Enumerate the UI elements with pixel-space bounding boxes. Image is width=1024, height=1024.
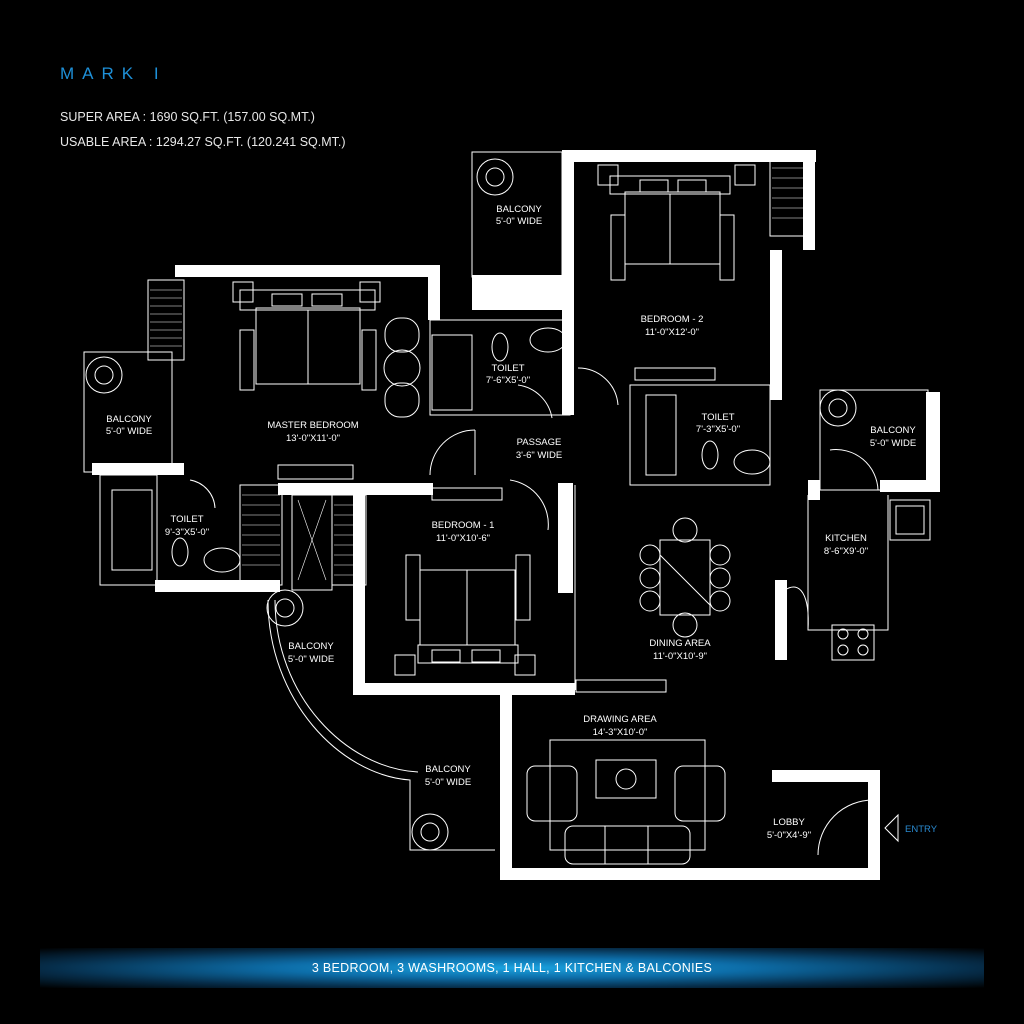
- bedroom1-name: BEDROOM - 1: [432, 520, 495, 531]
- bedroom2-size: 11'-0"X12'-0": [645, 327, 699, 338]
- usable-area-text: USABLE AREA : 1294.27 SQ.FT. (120.241 SQ…: [60, 135, 346, 149]
- balcony-right-size: 5'-0" WIDE: [870, 438, 916, 449]
- drawing-size: 14'-3"X10'-0": [593, 727, 648, 738]
- toilet-top-size: 7'-6"X5'-0": [486, 375, 530, 386]
- dining-size: 11'-0"X10'-9": [653, 651, 707, 662]
- summary-banner: 3 BEDROOM, 3 WASHROOMS, 1 HALL, 1 KITCHE…: [40, 948, 984, 988]
- drawing-room-furniture: [526, 679, 726, 865]
- master-bed: [232, 281, 421, 418]
- balcony-mid-size: 5'-0" WIDE: [288, 654, 334, 665]
- balcony-bottom-name: BALCONY: [425, 764, 471, 775]
- plan-title: MARK I: [60, 64, 167, 83]
- bedroom1-bed: [277, 464, 536, 676]
- toilet-b2-size: 7'-3"X5'-0": [696, 424, 740, 435]
- dining-table: [639, 517, 731, 638]
- kitchen-fixtures: [831, 499, 931, 661]
- passage-name: PASSAGE: [517, 437, 562, 448]
- balcony-left-size: 5'-0" WIDE: [106, 426, 152, 437]
- kitchen-size: 8'-6"X9'-0": [824, 546, 868, 557]
- super-area-text: SUPER AREA : 1690 SQ.FT. (157.00 SQ.MT.): [60, 110, 315, 124]
- summary-banner-text: 3 BEDROOM, 3 WASHROOMS, 1 HALL, 1 KITCHE…: [311, 961, 713, 975]
- toilet-top-name: TOILET: [491, 363, 524, 374]
- entry-arrow-icon: [884, 813, 899, 843]
- balcony-bottom-size: 5'-0" WIDE: [425, 777, 471, 788]
- balcony-top-size: 5'-0" WIDE: [496, 216, 542, 227]
- plant-icons: [85, 158, 857, 851]
- toilet-left-size: 9'-3"X5'-0": [165, 527, 209, 538]
- kitchen-name: KITCHEN: [825, 533, 867, 544]
- balcony-mid-name: BALCONY: [288, 641, 334, 652]
- passage-size: 3'-6" WIDE: [516, 450, 562, 461]
- balcony-left-name: BALCONY: [106, 414, 152, 425]
- lobby-size: 5'-0"X4'-9": [767, 830, 811, 841]
- lobby-name: LOBBY: [773, 817, 805, 828]
- dining-name: DINING AREA: [649, 638, 711, 649]
- master-bedroom-name: MASTER BEDROOM: [267, 420, 358, 431]
- entry-label: ENTRY: [905, 824, 938, 835]
- toilet-b2-name: TOILET: [701, 412, 734, 423]
- master-bedroom-size: 13'-0"X11'-0": [286, 433, 340, 444]
- bedroom2-bed: [597, 164, 756, 381]
- balcony-top-name: BALCONY: [496, 204, 542, 215]
- thick-walls: [92, 150, 940, 880]
- drawing-name: DRAWING AREA: [583, 714, 657, 725]
- balcony-right-name: BALCONY: [870, 425, 916, 436]
- bedroom2-name: BEDROOM - 2: [641, 314, 704, 325]
- bedroom1-size: 11'-0"X10'-6": [436, 533, 490, 544]
- toilet-fixtures: [111, 327, 771, 573]
- louvres: [150, 167, 810, 581]
- toilet-left-name: TOILET: [170, 514, 203, 525]
